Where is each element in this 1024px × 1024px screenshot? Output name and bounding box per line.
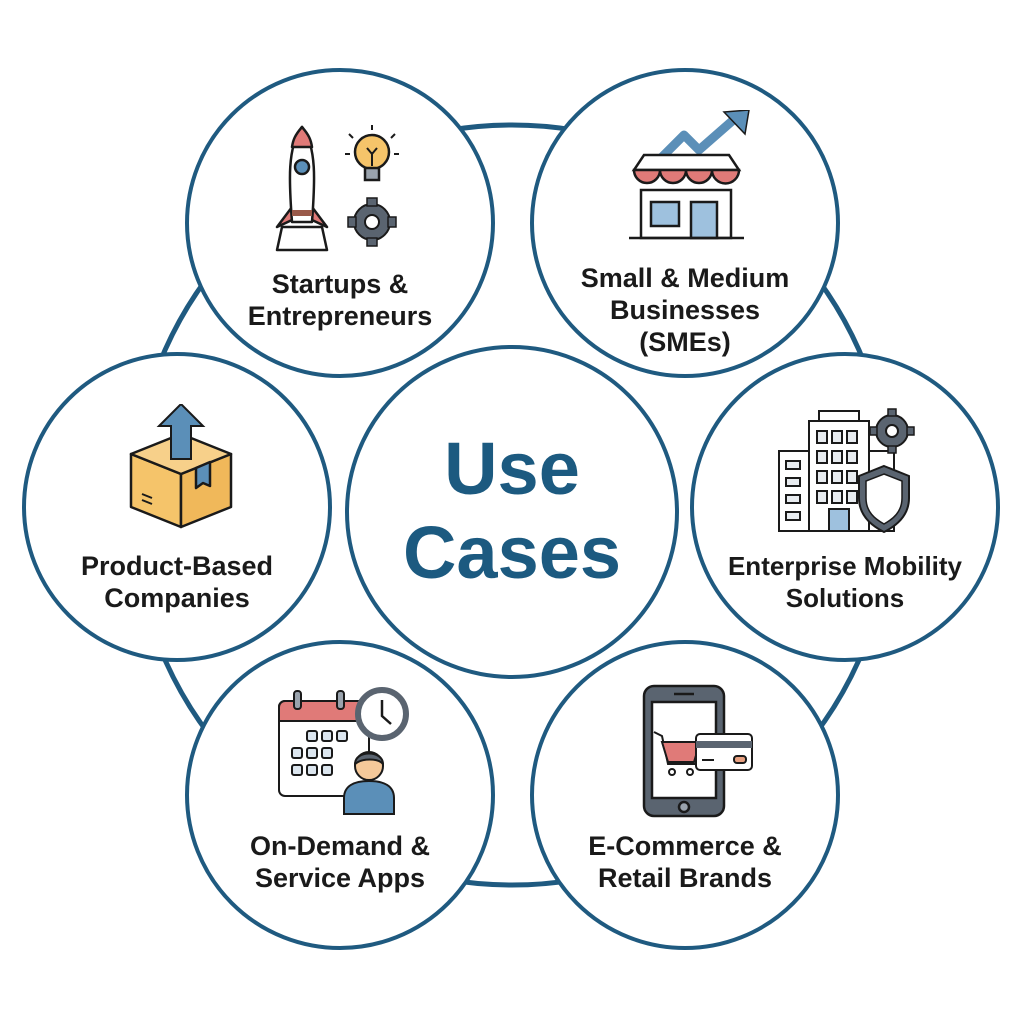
node-ecommerce-line1: E-Commerce & bbox=[588, 831, 782, 861]
node-ecommerce: E-Commerce & Retail Brands bbox=[530, 640, 840, 950]
upload-arrow-icon bbox=[156, 404, 206, 460]
center-node: Use Cases bbox=[345, 345, 679, 679]
node-startups-line2: Entrepreneurs bbox=[247, 301, 433, 331]
growth-arrow-icon bbox=[645, 110, 750, 174]
lightbulb-icon bbox=[345, 125, 399, 182]
center-title-line2: Cases bbox=[402, 511, 622, 594]
credit-card-icon bbox=[695, 733, 753, 771]
node-product-line2: Companies bbox=[104, 583, 250, 613]
node-ondemand: On-Demand & Service Apps bbox=[185, 640, 495, 950]
shield-icon bbox=[858, 464, 910, 534]
box-icon bbox=[129, 432, 233, 529]
node-smes: Small & Medium Businesses (SMEs) bbox=[530, 68, 840, 378]
node-ondemand-line2: Service Apps bbox=[254, 863, 426, 893]
node-startups-line1: Startups & bbox=[271, 269, 409, 299]
node-smes-line3: (SMEs) bbox=[639, 327, 731, 357]
node-enterprise: Enterprise Mobility Solutions bbox=[690, 352, 1000, 662]
node-startups: Startups & Entrepreneurs bbox=[185, 68, 495, 378]
gear-icon bbox=[347, 197, 397, 247]
node-enterprise-line1: Enterprise Mobility bbox=[727, 551, 963, 581]
node-enterprise-line2: Solutions bbox=[785, 583, 905, 613]
person-icon bbox=[343, 751, 395, 815]
center-title-line1: Use bbox=[444, 427, 580, 510]
storefront-icon bbox=[629, 153, 744, 240]
node-ondemand-line1: On-Demand & bbox=[249, 831, 430, 861]
gear-icon bbox=[869, 408, 915, 454]
node-smes-line2: Businesses bbox=[609, 295, 761, 325]
shopping-cart-icon bbox=[653, 731, 702, 776]
rocket-icon bbox=[275, 125, 329, 252]
calendar-icon bbox=[278, 690, 370, 797]
node-ecommerce-line2: Retail Brands bbox=[597, 863, 773, 893]
clock-icon bbox=[355, 687, 409, 741]
node-product-line1: Product-Based bbox=[80, 551, 274, 581]
node-product: Product-Based Companies bbox=[22, 352, 332, 662]
node-smes-line1: Small & Medium bbox=[580, 263, 790, 293]
